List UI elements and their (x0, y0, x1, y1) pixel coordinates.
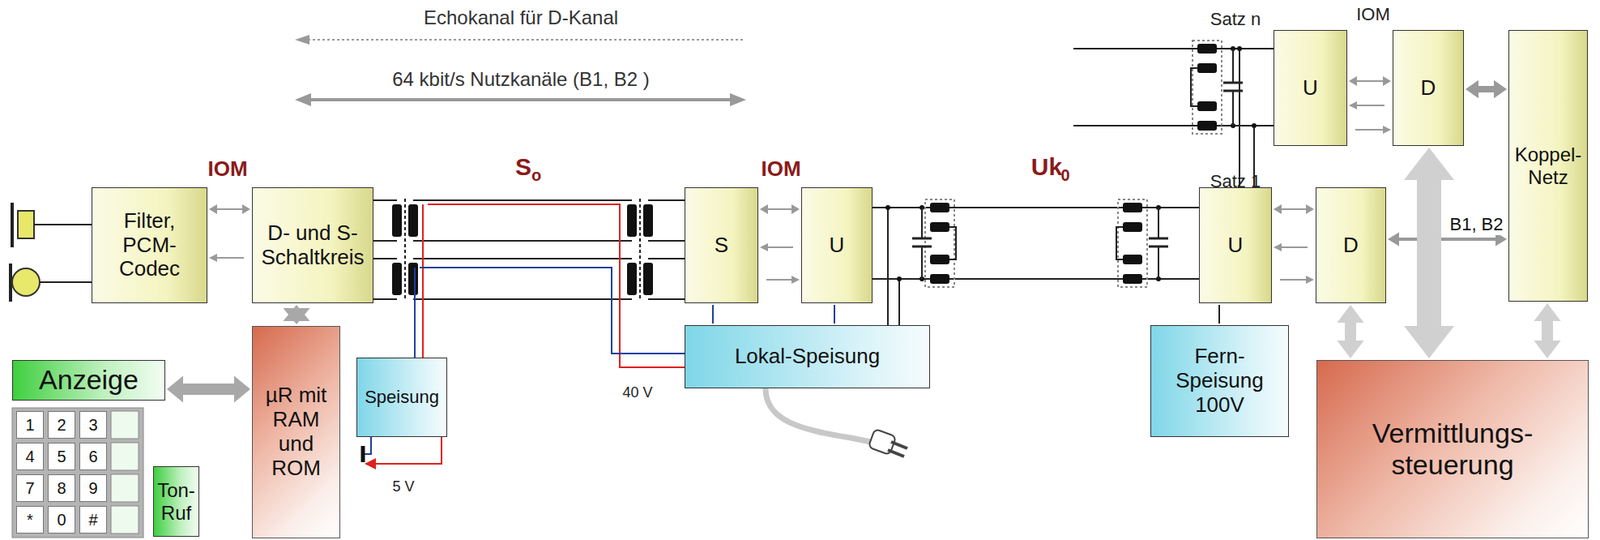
key-button: 5 (47, 442, 76, 470)
codec-box: Filter, PCM-Codec (91, 187, 208, 303)
circuit-set-name: Satz n (1210, 8, 1261, 30)
d-channel-box: D (1392, 29, 1464, 146)
connector-arrow (282, 304, 310, 325)
power-box: Speisung (356, 357, 448, 437)
interface-chip-box: D- und S-Schaltkreis (251, 187, 374, 303)
node-text: 1 (25, 415, 35, 435)
node-text: 3 (88, 415, 98, 435)
connector-arrow (1273, 204, 1315, 214)
node-text: 0 (56, 510, 66, 530)
voltage-label: 5 V (392, 477, 414, 495)
switching-network-box: Koppel-Netz (1508, 29, 1588, 302)
u-interface-box: U (1273, 29, 1348, 146)
node-text: U (829, 233, 845, 258)
connector-arrow (712, 304, 714, 324)
key-button: 6 (79, 442, 107, 470)
node-text: Anzeige (38, 363, 139, 396)
node-text: U (1302, 76, 1319, 101)
interface-name: IOM (760, 156, 801, 182)
key-button: 1 (16, 410, 44, 439)
node-text: S (714, 233, 729, 258)
interface-subscript: o (531, 166, 542, 185)
node-text: µR mit RAM und ROM (255, 383, 338, 481)
key-button: * (16, 505, 44, 534)
key-button: 7 (16, 473, 44, 502)
key-button: 0 (47, 505, 76, 534)
node-text: 9 (88, 478, 98, 498)
connector-arrow (209, 204, 251, 214)
channel-note: Echokanal für D-Kanal (423, 6, 619, 30)
key-button: 3 (79, 410, 107, 439)
node-text: 7 (25, 478, 35, 498)
remote-power-box: Fern-Speisung 100V (1150, 324, 1289, 437)
u-interface-box: U (1198, 187, 1272, 303)
s-interface-box: S (684, 187, 759, 303)
key-button: 2 (47, 410, 76, 439)
connector-arrow (1533, 302, 1561, 359)
interface-name: S (515, 153, 532, 181)
connector-arrow (1465, 80, 1507, 99)
connector-arrow (1348, 76, 1391, 86)
key-button: 8 (47, 473, 76, 502)
interface-subscript: 0 (1060, 166, 1070, 185)
node-text: # (88, 510, 98, 530)
d-channel-box: D (1315, 187, 1387, 303)
key-button: 9 (79, 473, 107, 502)
interface-name: IOM (207, 156, 248, 182)
node-text: Lokal-Speisung (734, 344, 880, 369)
node-text: Koppel-Netz (1511, 143, 1585, 188)
key-button: 4 (16, 442, 44, 470)
connector-arrow (759, 204, 800, 214)
node-text: * (26, 510, 34, 530)
microcontroller-box: µR mit RAM und ROM (251, 325, 341, 538)
channel-note: 64 kbit/s Nutzkanäle (B1, B2 ) (392, 68, 649, 91)
connector-arrow (1336, 304, 1364, 359)
interface-name: IOM (1356, 4, 1391, 26)
node-text: 2 (56, 415, 66, 435)
node-text: Fern-Speisung 100V (1153, 344, 1286, 418)
display-box: Anzeige (12, 359, 166, 401)
node-text: 6 (88, 447, 98, 466)
exchange-control-box: Vermittlungs-steuerung (1316, 359, 1589, 538)
connector-arrow (1403, 147, 1455, 359)
connector-arrow (834, 304, 836, 324)
voltage-label: 40 V (622, 384, 653, 402)
key-button: # (79, 505, 107, 534)
node-text: 8 (56, 478, 66, 498)
local-power-box: Lokal-Speisung (684, 324, 931, 389)
node-text: D- und S-Schaltkreis (255, 221, 371, 270)
node-text: D (1420, 76, 1437, 101)
node-text: Filter, PCM-Codec (94, 209, 205, 282)
circuit-set-name: Satz 1 (1210, 170, 1261, 192)
node-text: Speisung (364, 386, 440, 407)
interface-name: Uk (1031, 153, 1063, 181)
node-text: U (1228, 233, 1244, 258)
node-text: Vermittlungs-steuerung (1319, 417, 1586, 481)
connector-arrow (166, 375, 251, 402)
u-interface-box: U (801, 187, 873, 303)
node-text: 5 (56, 447, 66, 466)
node-text: 4 (25, 447, 35, 466)
edge-label: B1, B2 (1446, 213, 1506, 235)
connector-arrow (1219, 304, 1221, 324)
node-text: D (1343, 233, 1359, 258)
ringer-box: Ton-Ruf (153, 465, 200, 537)
node-text: Ton-Ruf (156, 478, 197, 524)
